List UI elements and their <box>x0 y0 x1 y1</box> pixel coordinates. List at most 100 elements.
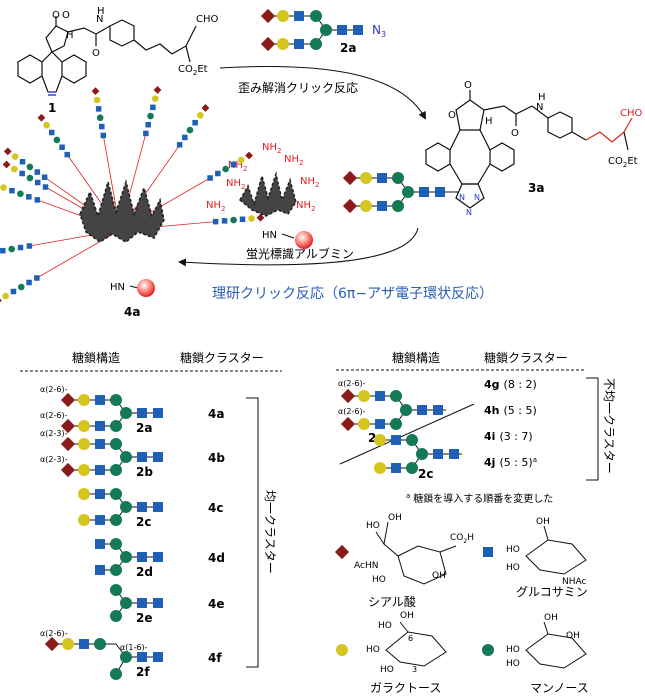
glc-icon <box>34 169 41 175</box>
sia-icon <box>2 160 11 169</box>
albumin-core <box>79 179 165 243</box>
glc-icon <box>9 187 15 194</box>
cluster-label: 4a <box>208 407 224 421</box>
cho-label: CHO <box>620 108 643 119</box>
glc-icon <box>137 408 147 418</box>
albumin-reagent: NH2 NH2 NH2 NH2 NH2 NH2 NH2 HN <box>206 142 319 249</box>
ho-label: HO <box>380 665 394 675</box>
man-icon <box>120 501 132 513</box>
cluster-label: 4d <box>208 551 225 565</box>
left-table: 糖鎖構造 糖鎖クラスター 均一クラスター α(2-6)-α(2-6)-2a4aα… <box>20 350 282 680</box>
man-icon <box>110 584 122 596</box>
glc-icon <box>64 151 70 158</box>
glc-icon <box>230 161 237 168</box>
reaction-arrow-2 <box>178 227 419 267</box>
o-label: O <box>511 128 519 139</box>
product-4a-cluster: HN <box>0 86 265 305</box>
h-label: H <box>66 30 74 41</box>
oh-label: OH <box>544 613 558 623</box>
galactose-name: ガラクトース <box>370 681 441 695</box>
left-bracket-label: 均一クラスター <box>263 490 277 574</box>
sia-icon <box>201 104 210 112</box>
man-icon <box>110 514 122 526</box>
gal-icon <box>43 121 50 129</box>
ho-label: HO <box>378 621 392 631</box>
o-label: O <box>52 10 60 21</box>
sia-icon <box>60 462 76 478</box>
oh-label: OH <box>566 631 580 641</box>
man-icon <box>94 638 106 650</box>
oh-label: OH <box>432 571 446 581</box>
glc-icon <box>34 275 40 281</box>
triazole-n: N <box>474 193 480 202</box>
legend: HO OH CO2H AcHN HO OH シアル酸 OH HO HO NHAc… <box>334 513 589 695</box>
compound-1-label: 1 <box>48 101 56 115</box>
glc-icon <box>10 288 17 295</box>
man-icon <box>110 438 122 450</box>
man-icon <box>17 190 24 198</box>
man-icon <box>26 174 34 182</box>
reagent-2a-glycan: N3 2a <box>260 8 386 55</box>
product-4a-label: 4a <box>124 305 140 319</box>
ho-label: HO <box>506 545 520 555</box>
glc-icon <box>150 104 156 111</box>
man-icon <box>120 597 132 609</box>
man-icon <box>96 114 104 122</box>
albumin-label: 蛍光標識アルブミン <box>246 246 354 261</box>
glc-icon <box>176 142 183 148</box>
compound-3a-labels: O O H O H N CHO CO2Et N N N 3a <box>448 80 643 217</box>
glc-icon <box>79 639 89 649</box>
glucosamine-icon <box>483 547 493 557</box>
compound-1-structure <box>17 16 197 96</box>
right-header-structure: 糖鎖構造 <box>392 350 440 365</box>
glc-icon <box>153 408 163 418</box>
sia-icon <box>153 86 162 94</box>
step2-label: 理研クリック反応（6π−アザ電子環状反応） <box>212 286 493 302</box>
alpha-label: α(2-6)- <box>338 379 366 388</box>
mannose-name: マンノース <box>530 681 589 695</box>
gal-icon <box>78 420 90 432</box>
glycan-label: 2a <box>136 421 152 435</box>
compound-3a-label: 3a <box>528 181 544 195</box>
compound-3a-glycan <box>342 170 458 214</box>
man-icon <box>120 551 132 563</box>
fluorescent-dye-icon <box>137 279 155 297</box>
glc-icon <box>153 502 163 512</box>
right-header-cluster: 糖鎖クラスター <box>484 350 568 365</box>
fluorescent-dye-icon <box>295 231 313 249</box>
gal-icon <box>151 95 159 102</box>
gal-icon <box>78 464 90 476</box>
h-label: H <box>538 92 546 103</box>
glc-icon <box>239 216 246 223</box>
o-label: O <box>92 48 100 59</box>
cluster-ratio: 4h(5 : 5) <box>484 404 537 417</box>
o-label: O <box>448 110 456 121</box>
gal-icon <box>248 215 255 222</box>
nh2-label: NH2 <box>300 176 319 189</box>
man-icon <box>17 283 25 291</box>
gal-icon <box>11 153 19 160</box>
sialic-acid-icon <box>334 544 350 560</box>
cluster-ratio: 4j(5 : 5)a <box>484 456 537 469</box>
glc-icon <box>26 279 32 286</box>
triazole-n: N <box>459 193 465 202</box>
man-icon <box>110 538 122 550</box>
glc-icon <box>212 218 219 225</box>
glc-icon <box>95 539 105 549</box>
gal-icon <box>237 156 245 164</box>
alpha-label: α(2-3)- <box>40 429 68 438</box>
gal-icon <box>2 292 9 300</box>
left-header-cluster: 糖鎖クラスター <box>180 350 264 365</box>
h-label: H <box>97 6 105 17</box>
glc-icon <box>95 489 105 499</box>
glc-icon <box>59 144 65 151</box>
glycan-label: 2f <box>136 665 150 679</box>
glc-icon <box>137 652 147 662</box>
glc-icon <box>95 565 105 575</box>
